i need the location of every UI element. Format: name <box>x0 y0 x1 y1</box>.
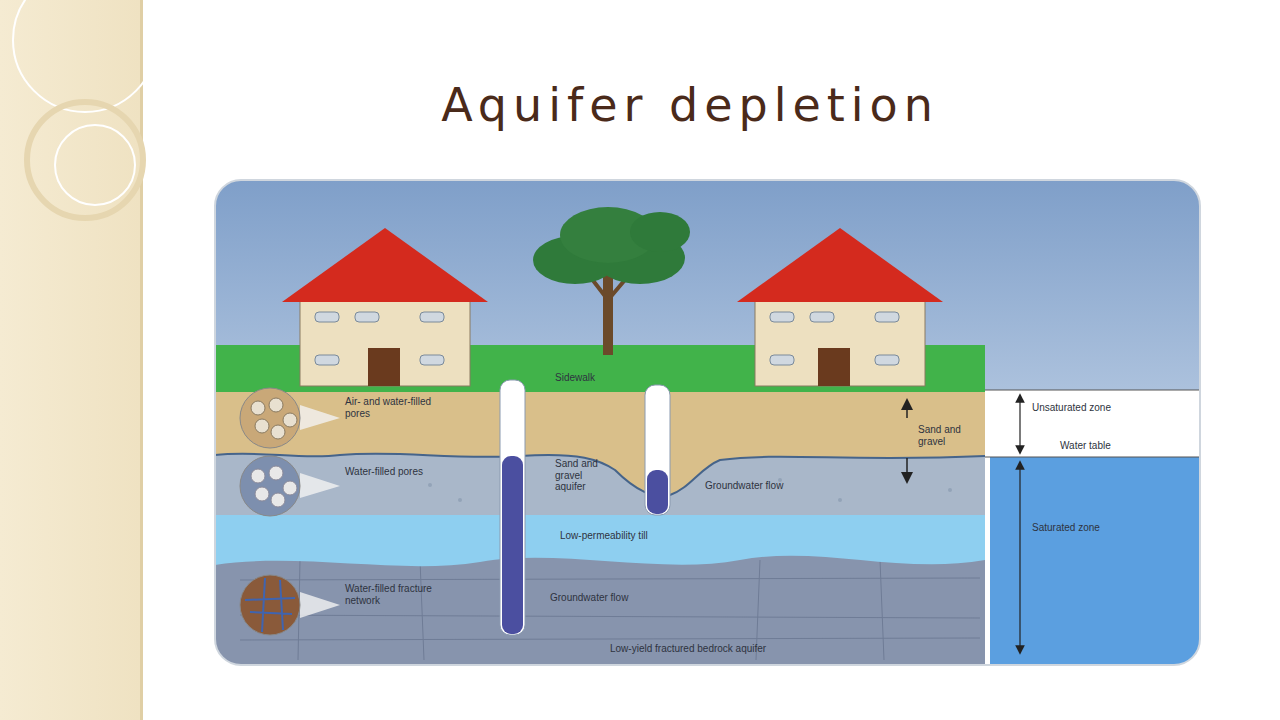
diagram-label: Water-filled fracture network <box>345 583 435 606</box>
diagram-label: Low-yield fractured bedrock aquifer <box>610 643 766 655</box>
diagram-label: Saturated zone <box>1032 522 1100 534</box>
diagram-label: Groundwater flow <box>550 592 628 604</box>
slide-title: Aquifer depletion <box>240 78 1140 132</box>
diagram-label: Air- and water-filled pores <box>345 396 435 419</box>
diagram-label: Groundwater flow <box>705 480 783 492</box>
diagram-label: Water table <box>1060 440 1111 452</box>
diagram-label: Sand and gravel <box>918 424 973 447</box>
diagram-label: Unsaturated zone <box>1032 402 1111 414</box>
diagram-label: Low-permeability till <box>560 530 648 542</box>
side-panel <box>0 0 140 720</box>
diagram-label: Water-filled pores <box>345 466 423 478</box>
diagram-label: Sand and gravel aquifer <box>555 458 615 493</box>
diagram-label: Sidewalk <box>555 372 595 384</box>
